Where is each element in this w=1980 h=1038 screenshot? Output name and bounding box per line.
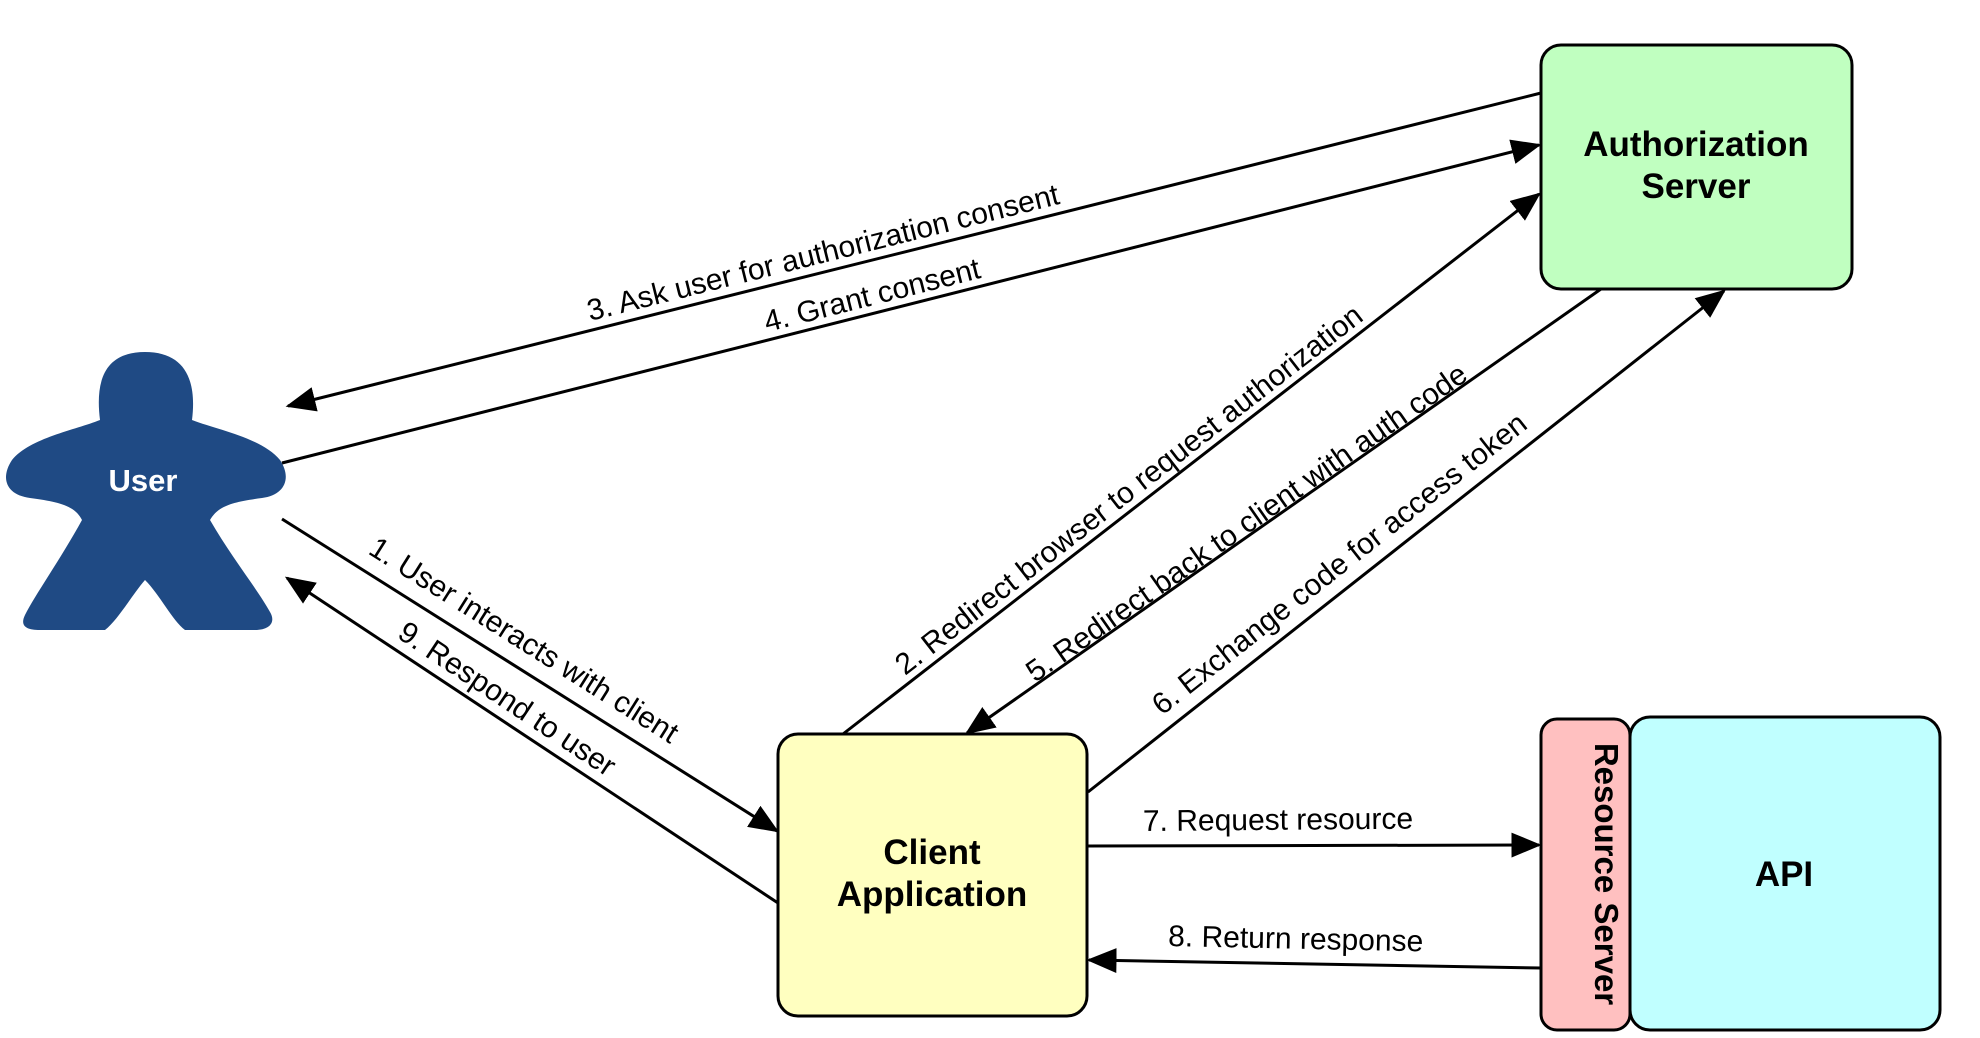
edge-7-request-resource (1086, 832, 1542, 858)
edge-5-redirect-back (964, 287, 1602, 735)
edge-label-8: 8. Return response (1168, 920, 1424, 958)
edge-2-redirect-to-auth (842, 192, 1541, 736)
edge-label-7: 7. Request resource (1143, 803, 1413, 838)
client-application-label-line1: Client (883, 833, 981, 872)
client-application-node: Client Application (776, 732, 1089, 1018)
edge-8-return-response (1086, 947, 1542, 973)
resource-server-label: Resource Server (1588, 743, 1625, 1005)
authorization-server-label-line2: Server (1642, 167, 1751, 206)
authorization-server-label-line1: Authorization (1583, 125, 1809, 164)
user-meeple-icon (6, 352, 286, 630)
edge-1-user-interacts (281, 517, 780, 833)
user-label: User (109, 463, 178, 498)
edge-9-respond-to-user (284, 576, 779, 905)
edge-4-grant-consent (281, 139, 1542, 465)
edge-6-exchange-code (1087, 289, 1726, 794)
authorization-server-node: Authorization Server (1539, 43, 1854, 291)
client-application-label-line2: Application (837, 875, 1028, 914)
api-label: API (1755, 855, 1813, 894)
api-node: API (1628, 715, 1942, 1032)
edge-3-ask-consent (285, 91, 1542, 412)
user-node: User (6, 352, 286, 630)
resource-server-node: Resource Server (1539, 717, 1632, 1032)
